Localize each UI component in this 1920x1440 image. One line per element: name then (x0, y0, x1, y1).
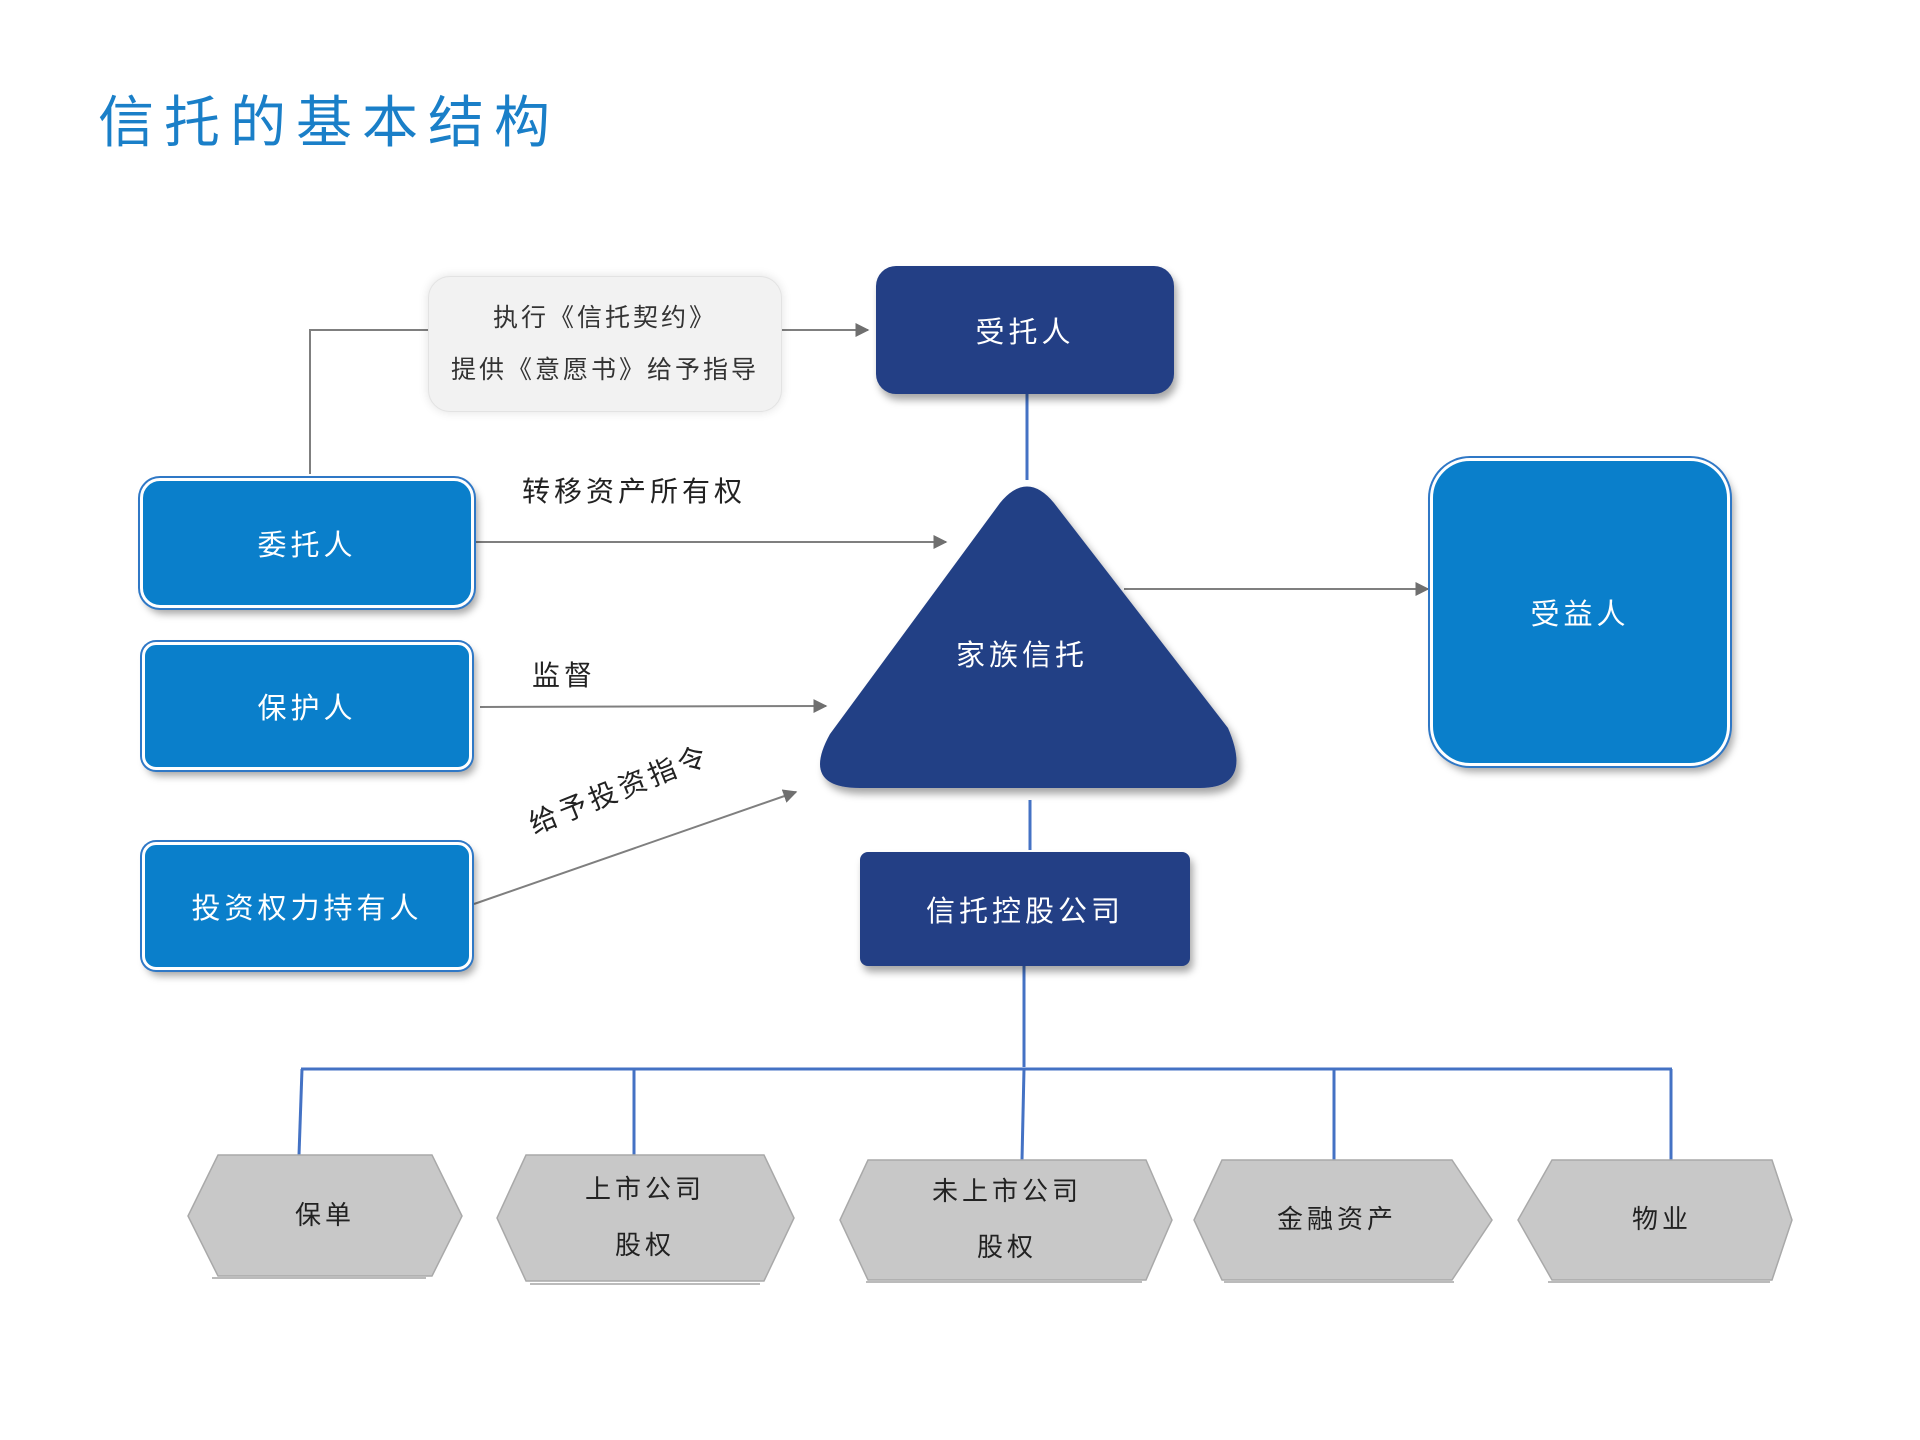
asset-hexagon-5 (1517, 1159, 1793, 1281)
settlor-node: 委托人 (140, 478, 474, 608)
instruct-arrow (473, 789, 798, 905)
asset-hexagon-4 (1193, 1159, 1493, 1281)
trustee-node: 受托人 (876, 266, 1174, 394)
supervise-label: 监督 (532, 659, 597, 692)
asset-drop-3 (1020, 1068, 1026, 1161)
asset-2-line-1: 上市公司 (584, 1175, 705, 1205)
beneficiary-label: 受益人 (1530, 597, 1630, 631)
family-trust-triangle (820, 486, 1237, 788)
asset-drop-1 (297, 1068, 304, 1156)
page-title: 信托的基本结构 (98, 91, 560, 156)
settlor-to-trustee-line (309, 329, 428, 474)
asset-label-2: 上市公司 股权 (526, 1160, 764, 1276)
holding-company-label: 信托控股公司 (925, 894, 1124, 928)
asset-hexagon-3 (839, 1159, 1173, 1281)
asset-hexagon-2 (496, 1154, 795, 1282)
trust-deed-note: 执行《信托契约》 提供《意愿书》给予指导 (428, 276, 782, 412)
asset-label-5: 物业 (1552, 1160, 1772, 1280)
settlor-label: 委托人 (257, 528, 357, 562)
protector-node: 保护人 (142, 642, 472, 770)
beneficiary-node: 受益人 (1430, 458, 1730, 766)
asset-label-3: 未上市公司 股权 (868, 1162, 1146, 1278)
note-line-2: 提供《意愿书》给予指导 (450, 355, 759, 384)
trustee-label: 受托人 (975, 315, 1075, 349)
holding-company-node: 信托控股公司 (860, 852, 1190, 966)
protector-label: 保护人 (257, 691, 357, 725)
asset-4-line-1: 金融资产 (1276, 1205, 1397, 1235)
asset-3-line-1: 未上市公司 (931, 1177, 1082, 1207)
asset-2-line-2: 股权 (614, 1231, 675, 1261)
note-line-1: 执行《信托契约》 (492, 303, 717, 332)
asset-3-line-2: 股权 (976, 1233, 1037, 1263)
asset-label-1: 保单 (218, 1155, 432, 1276)
asset-label-4: 金融资产 (1222, 1160, 1452, 1280)
investment-holder-label: 投资权力持有人 (191, 891, 423, 925)
asset-hexagon-1 (187, 1154, 463, 1277)
family-trust-label: 家族信托 (956, 638, 1089, 672)
investment-holder-node: 投资权力持有人 (142, 842, 472, 970)
transfer-label: 转移资产所有权 (522, 475, 747, 508)
supervise-arrow (479, 699, 828, 714)
asset-5-line-1: 物业 (1631, 1205, 1692, 1235)
asset-1-line-1: 保单 (294, 1200, 355, 1231)
